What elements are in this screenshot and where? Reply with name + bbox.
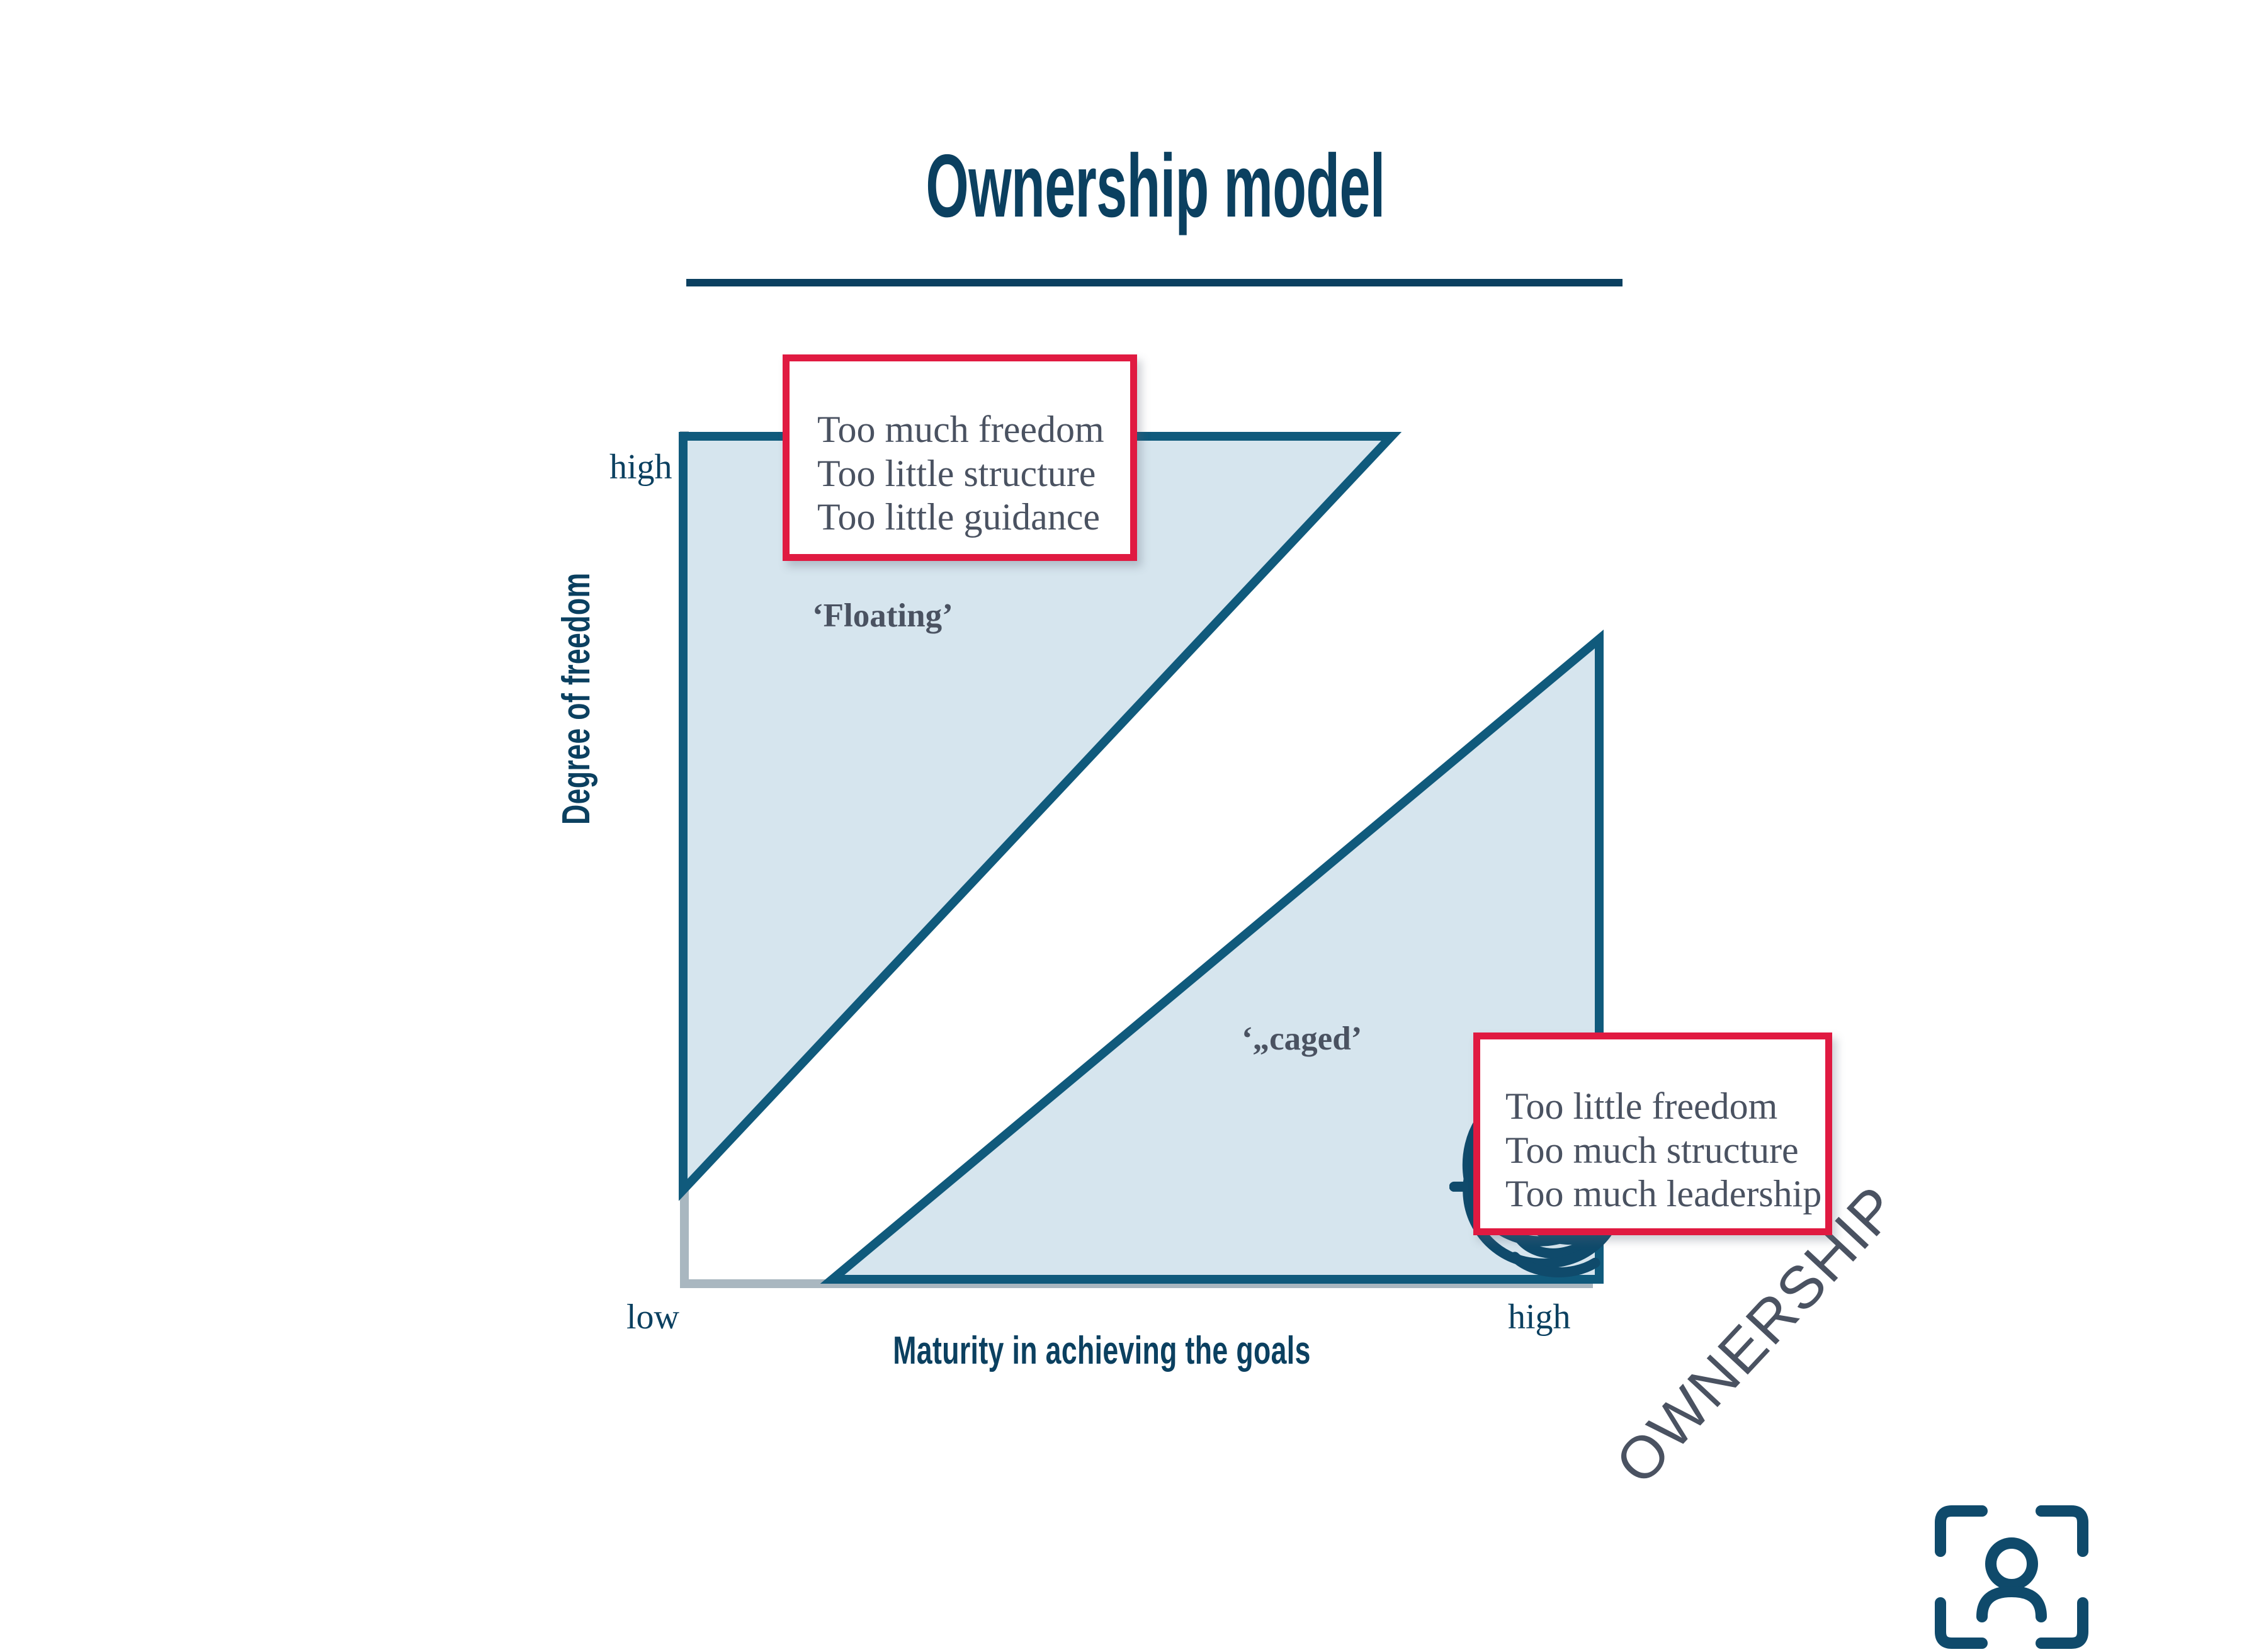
callout-line: Too little guidance [817, 496, 1101, 538]
floating-callout-box: Too much freedom Too little structure To… [783, 354, 1137, 561]
y-axis-title: Degree of freedom [555, 572, 598, 825]
y-axis-tick-high: high [609, 448, 672, 487]
title-block: Ownership model [686, 142, 1624, 315]
title-underline-rule [686, 279, 1623, 286]
ownership-shapes [679, 432, 1604, 1284]
caged-callout-box: Too little freedom Too much structure To… [1473, 1032, 1832, 1235]
x-axis-tick-low: low [626, 1298, 679, 1337]
callout-line: Too much leadership [1505, 1173, 1822, 1215]
x-axis-title: Maturity in achieving the goals [893, 1329, 1311, 1372]
caged-quadrant-caption: ‘„caged’ [1242, 1021, 1362, 1057]
floating-quadrant-caption: ‘Floating’ [812, 597, 953, 634]
x-axis-tick-high: high [1508, 1298, 1571, 1337]
callout-line: Too much structure [1505, 1129, 1799, 1171]
callout-line: Too little freedom [1505, 1085, 1778, 1127]
caged-region-triangle [820, 630, 1604, 1284]
caged-person-icon [1935, 1505, 2088, 1649]
page-title: Ownership model [926, 136, 1385, 236]
callout-line: Too much freedom [817, 409, 1104, 450]
callout-line: Too little structure [817, 452, 1096, 494]
